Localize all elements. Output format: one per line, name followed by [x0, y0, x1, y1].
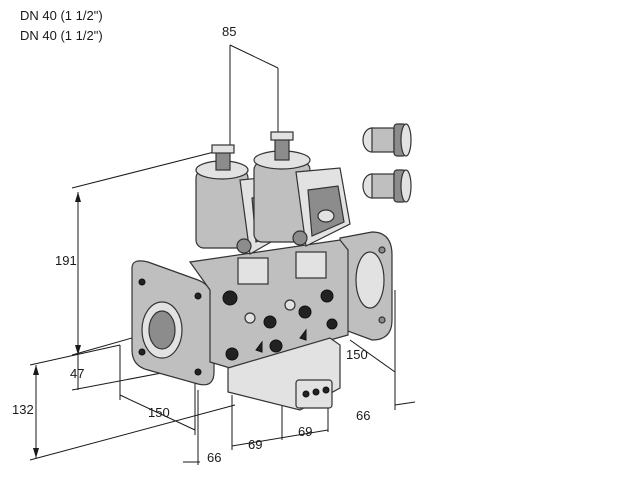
header-line-2: DN 40 (1 1/2")	[20, 28, 103, 43]
cable-gland-icon	[362, 123, 412, 157]
connector-block	[237, 257, 269, 285]
dimension-labels: 85 191 47 132 150 150 66 66 69 69	[12, 24, 370, 465]
bottom-module	[227, 337, 341, 411]
connector-block	[295, 251, 327, 279]
dim-47: 47	[70, 366, 84, 381]
pressure-ports	[222, 289, 338, 361]
valve-assembly	[131, 131, 393, 411]
flow-arrow-icon	[299, 328, 307, 341]
dim-69-second: 69	[298, 424, 312, 439]
header-line-1: DN 40 (1 1/2")	[20, 8, 103, 23]
actuator-right	[253, 131, 351, 247]
dim-150-left: 150	[148, 405, 170, 420]
dim-66-right: 66	[356, 408, 370, 423]
dim-150-right: 150	[346, 347, 368, 362]
dim-69-first: 69	[248, 437, 262, 452]
cable-gland-icon	[362, 169, 412, 203]
dim-66-left: 66	[207, 450, 221, 465]
flow-arrow-icon	[255, 340, 263, 353]
cable-gland-icons	[362, 123, 412, 203]
dim-132: 132	[12, 402, 34, 417]
dim-85: 85	[222, 24, 236, 39]
dim-191: 191	[55, 253, 77, 268]
